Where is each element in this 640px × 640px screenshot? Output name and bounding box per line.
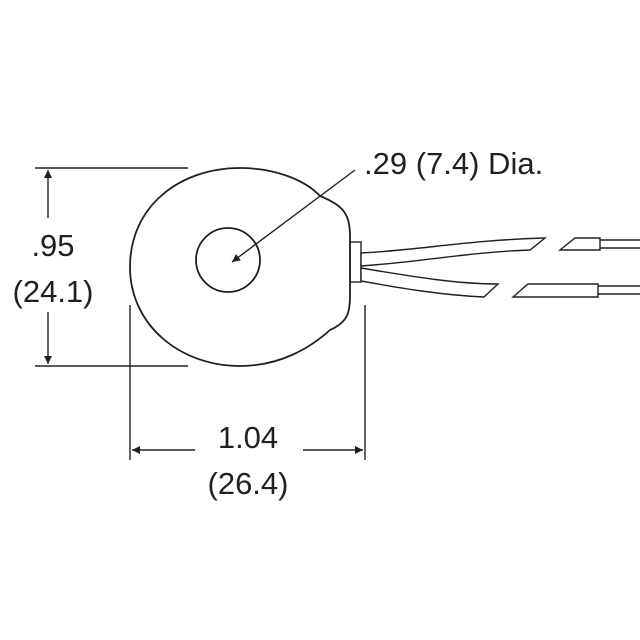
height-label-mm: (24.1) xyxy=(13,274,94,309)
width-label-inches: 1.04 xyxy=(218,420,278,455)
upper-lead-tip xyxy=(600,239,640,249)
width-label-mm: (26.4) xyxy=(208,466,289,501)
lower-lead-wire-break xyxy=(511,283,599,298)
upper-lead-wire xyxy=(360,237,548,267)
lead-exit-tab xyxy=(349,241,362,283)
lower-lead-wire xyxy=(360,267,500,298)
height-label-inches: .95 xyxy=(31,228,74,263)
upper-lead-wire-break xyxy=(558,237,601,251)
hole-leader-line xyxy=(231,169,356,263)
lower-lead-tip xyxy=(598,285,640,295)
center-hole xyxy=(195,227,261,293)
hole-diameter-label: .29 (7.4) Dia. xyxy=(364,146,543,181)
toroid-body xyxy=(129,167,351,367)
